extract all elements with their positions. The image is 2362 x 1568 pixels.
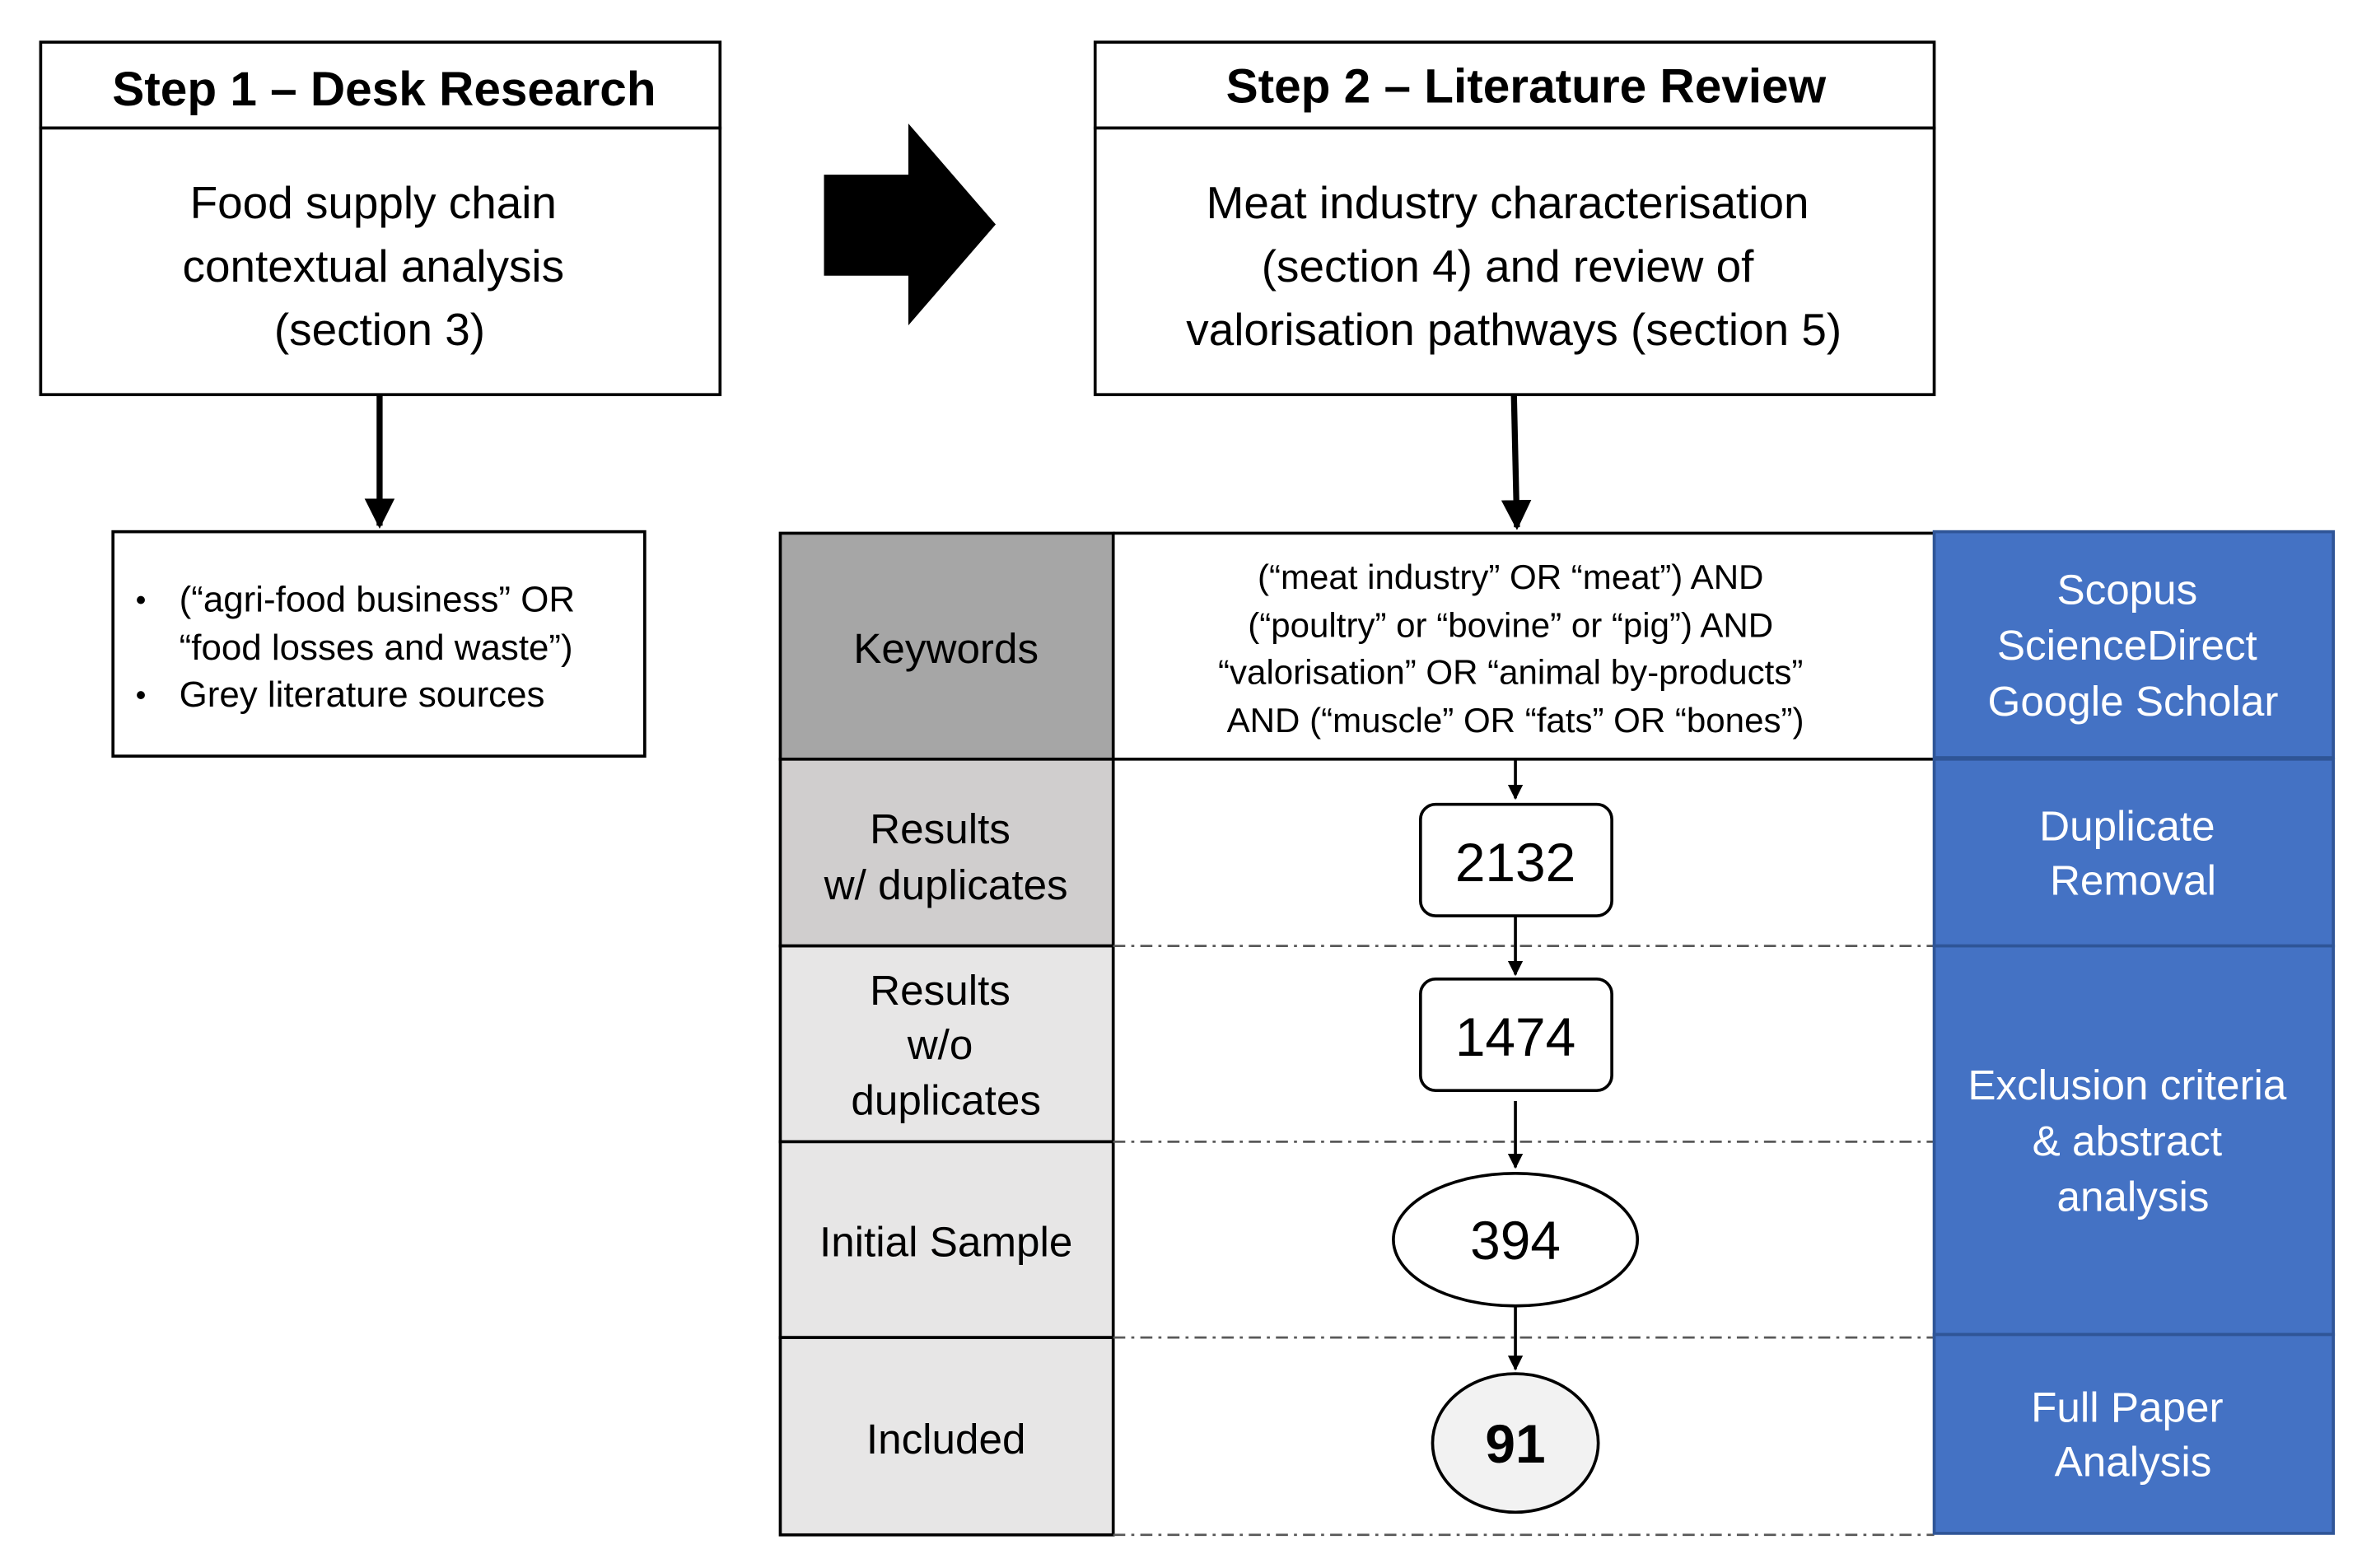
stage-label-results-nodup: Results w/o duplicates (851, 967, 1041, 1124)
exclusion-criteria-label: Exclusion criteria & abstract analysis (1968, 1062, 2298, 1220)
step2-body: Meat industry characterisation (section … (1186, 177, 1842, 355)
count-oval-91 (1431, 1372, 1600, 1514)
sources-cell (1932, 530, 2336, 759)
count-box-1474 (1418, 978, 1613, 1093)
step2-body-line: valorisation pathways (section 5) (1186, 304, 1842, 355)
included-cell (778, 1336, 1115, 1537)
duplicate-removal-label: Duplicate Removal (2039, 803, 2227, 904)
stage-label-included: Included (866, 1416, 1026, 1463)
full-paper-label: Full Paper Analysis (2031, 1384, 2235, 1486)
process-column: Scopus ScienceDirect Google Scholar Dupl… (1932, 530, 2336, 1535)
step1-body-line: (section 3) (274, 304, 485, 355)
step1-body: Food supply chain contextual analysis (s… (183, 177, 577, 355)
right-arrow-icon (824, 123, 997, 326)
stage-label-results-dup: Results w/ duplicates (824, 805, 1068, 908)
keywords-query: (“meat industry” OR “meat”) AND (“poultr… (1218, 558, 1813, 740)
count-91: 91 (1485, 1413, 1545, 1474)
count-2132: 2132 (1455, 832, 1575, 893)
step2-down-arrow (1501, 394, 1532, 530)
step1-title: Step 1 – Desk Research (112, 63, 656, 116)
step1-body-line: contextual analysis (183, 240, 565, 292)
query-column: (“meat industry” OR “meat”) AND (“poultr… (1113, 531, 1935, 1537)
step2-title: Step 2 – Literature Review (1226, 59, 1827, 113)
stage-column: Keywords Results w/ duplicates Results w… (778, 531, 1115, 1537)
step2-box: Step 2 – Literature Review Meat industry… (1093, 40, 1936, 397)
step1-body-line: Food supply chain (190, 177, 557, 228)
step2-body-line: (section 4) and review of (1262, 240, 1754, 292)
bullet-icon: • (136, 583, 147, 617)
bullet-icon: • (136, 678, 147, 712)
sources-bullet-2: Grey literature sources (180, 674, 545, 715)
count-1474: 1474 (1455, 1006, 1575, 1067)
stage-label-initial-sample: Initial Sample (819, 1218, 1072, 1265)
step1-box: Step 1 – Desk Research Food supply chain… (39, 40, 722, 397)
keywords-label: Keywords (853, 625, 1039, 672)
results-dup-cell (778, 757, 1115, 948)
database-list: Scopus ScienceDirect Google Scholar (1987, 566, 2278, 724)
step2-body-line: Meat industry characterisation (1207, 177, 1809, 228)
sources-bullet-1: (“agri-food business” OR “food losses an… (180, 580, 586, 669)
full-paper-cell (1932, 1332, 2336, 1535)
count-394: 394 (1470, 1210, 1561, 1271)
duplicate-removal-cell (1932, 757, 2336, 948)
exclusion-cell (1932, 944, 2336, 1337)
initial-sample-cell (778, 1140, 1115, 1339)
keywords-cell (778, 531, 1115, 761)
step1-sources-box: • (“agri-food business” OR “food losses … (111, 530, 647, 758)
